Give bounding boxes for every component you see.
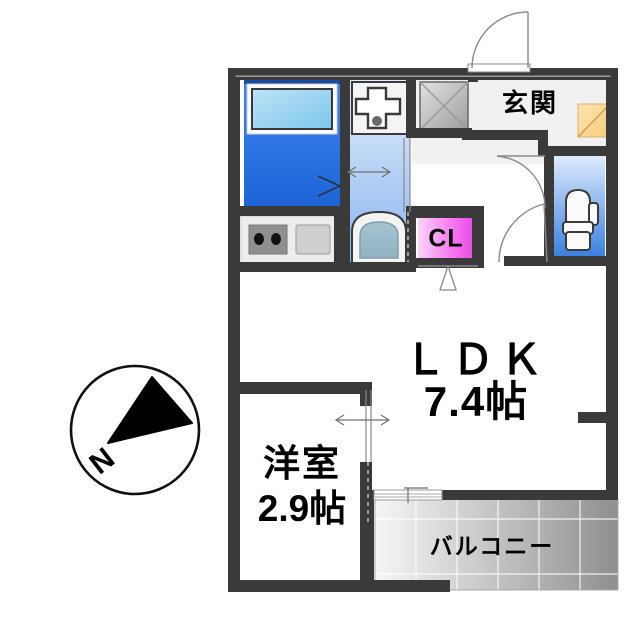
shoe-cabinet (577, 103, 611, 138)
label-closet: CL (428, 225, 463, 253)
label-ldk-area: 7.4帖 (424, 378, 528, 425)
toilet-fixture (562, 188, 599, 251)
kitchen-counter (240, 215, 346, 265)
label-genkan: 玄関 (502, 88, 558, 118)
doors (334, 11, 548, 522)
entrance-door (467, 11, 531, 73)
toilet-room (553, 155, 605, 263)
balcony-area (374, 498, 619, 591)
ldk-entry-door (498, 203, 548, 263)
walls (228, 68, 618, 592)
toilet-door (496, 155, 546, 209)
closet-cl (418, 216, 478, 264)
label-balcony: バルコニー (430, 533, 555, 559)
vanity-sink (351, 81, 409, 135)
bathtub (351, 210, 407, 267)
label-bedroom-area: 2.9帖 (258, 488, 346, 529)
room-labels: ＬＤＫ 7.4帖 洋室 2.9帖 玄関 バルコニー CL (258, 88, 558, 559)
bathroom-fixture-group (244, 80, 342, 212)
label-ldk: ＬＤＫ (404, 336, 548, 383)
wall-thin-lines (235, 75, 611, 77)
washroom-fixture-group (350, 80, 410, 267)
bedroom-sliding-door (334, 390, 391, 522)
washroom-sliding-door (346, 138, 411, 262)
kitchen-sink (295, 224, 331, 255)
bath-window (246, 83, 338, 135)
kitchen-stove (248, 224, 288, 255)
closet-door (418, 265, 478, 291)
washing-machine-space (419, 81, 469, 131)
compass-rose: N (69, 364, 201, 496)
balcony-sliding-window (373, 487, 443, 503)
label-bedroom: 洋室 (263, 442, 341, 484)
